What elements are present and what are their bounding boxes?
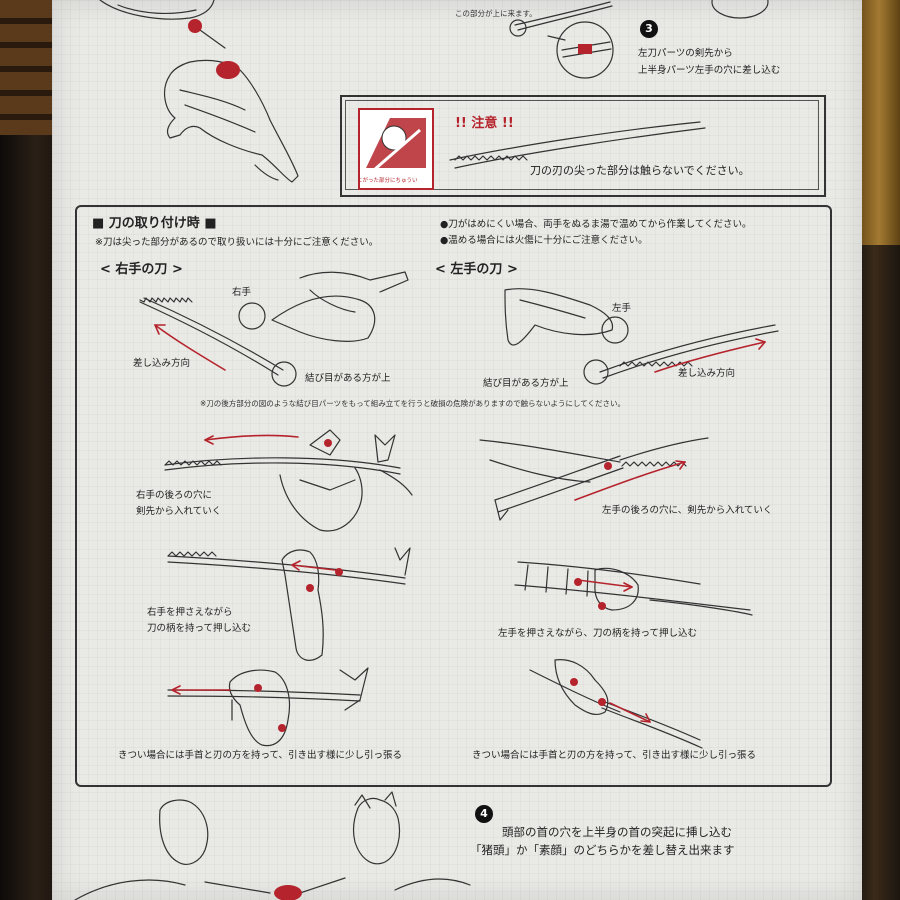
section-note-right-2: ●温める場合には火傷に十分にご注意ください。: [440, 235, 648, 246]
caution-sword-illustration: [449, 121, 706, 169]
breakage-warning-note: ※刀の後方部分の図のような結び目パーツをもって組み立てを行うと破損の危険がありま…: [200, 399, 626, 408]
left-step2-illustration: [514, 561, 753, 616]
insert-direction-label-right: 差し込み方向: [133, 358, 191, 369]
right-sword-diagram: [139, 271, 409, 387]
section-note-right-1: ●刀がはめにくい場合、両手をぬるま湯で温めてから作業してください。: [440, 219, 752, 230]
caution-box-inner: [345, 100, 819, 190]
step-4-number: 4: [475, 805, 493, 823]
step-left-3: きつい場合には手首と刃の方を持って、引き出す様に少し引っ張る: [472, 750, 757, 761]
step-left-1: 左手の後ろの穴に、剣先から入れていく: [602, 505, 773, 516]
left-sword-diagram: [504, 288, 779, 385]
caution-text: 刀の刃の尖った部分は触らないでください。: [530, 164, 750, 177]
step-right-3: きつい場合には手首と刃の方を持って、引き出す様に少し引っ張る: [118, 750, 403, 761]
step-right-2-line2: 刀の柄を持って押し込む: [147, 623, 252, 634]
right-hand-label: 右手: [232, 287, 252, 298]
instruction-sheet: [52, 0, 862, 900]
knot-up-label-right: 結び目がある方が上: [305, 373, 391, 384]
background-right-box-edge: [858, 0, 900, 245]
sword-attachment-section: [75, 205, 832, 787]
background-left-wood: [0, 0, 60, 135]
caution-title: !! 注意 !!: [455, 116, 514, 131]
caution-box: [340, 95, 826, 197]
left-hand-label: 左手: [612, 303, 632, 314]
step-right-2-line1: 右手を押さえながら: [147, 607, 233, 618]
step-4-line2: 「猪頭」か「素顔」のどちらかを差し替え出来ます: [470, 843, 735, 857]
background-left: [0, 0, 60, 900]
red-marker-dots: [188, 19, 612, 900]
left-step3-illustration: [529, 659, 703, 749]
step-3-text-line1: 左刀パーツの剣先から: [638, 48, 733, 59]
step-3-text-line2: 上半身パーツ左手の穴に差し込む: [638, 65, 781, 76]
left-sword-title: < 左手の刀 >: [435, 262, 518, 277]
step-4-line1: 頭部の首の穴を上半身の首の突起に挿し込む: [502, 825, 732, 839]
section-note-left: ※刀は尖った部分があるので取り扱いには十分にご注意ください。: [95, 237, 379, 248]
right-step2-illustration: [167, 547, 411, 661]
right-step1-illustration: [164, 429, 413, 532]
step-right-1-line1: 右手の後ろの穴に: [136, 490, 213, 501]
step-left-2: 左手を押さえながら、刀の柄を持って押し込む: [498, 628, 698, 639]
caution-icon-label: とがった部分にちゅうい: [357, 178, 418, 184]
right-sword-title: < 右手の刀 >: [100, 262, 183, 277]
top-small-note: この部分が上に来ます。: [455, 9, 537, 18]
knot-up-label-left: 結び目がある方が上: [483, 378, 569, 389]
direction-arrows: [154, 324, 766, 723]
step-right-1-line2: 剣先から入れていく: [136, 506, 222, 517]
step-3-number: 3: [640, 20, 658, 38]
insert-direction-label-left: 差し込み方向: [678, 368, 736, 379]
left-step1-illustration: [479, 437, 709, 521]
caution-sharp-icon: [358, 108, 434, 190]
torso-part-illustration: [99, 0, 299, 183]
section-heading: ■ 刀の取り付け時 ■: [92, 216, 217, 231]
head-illustrations: [74, 791, 471, 900]
